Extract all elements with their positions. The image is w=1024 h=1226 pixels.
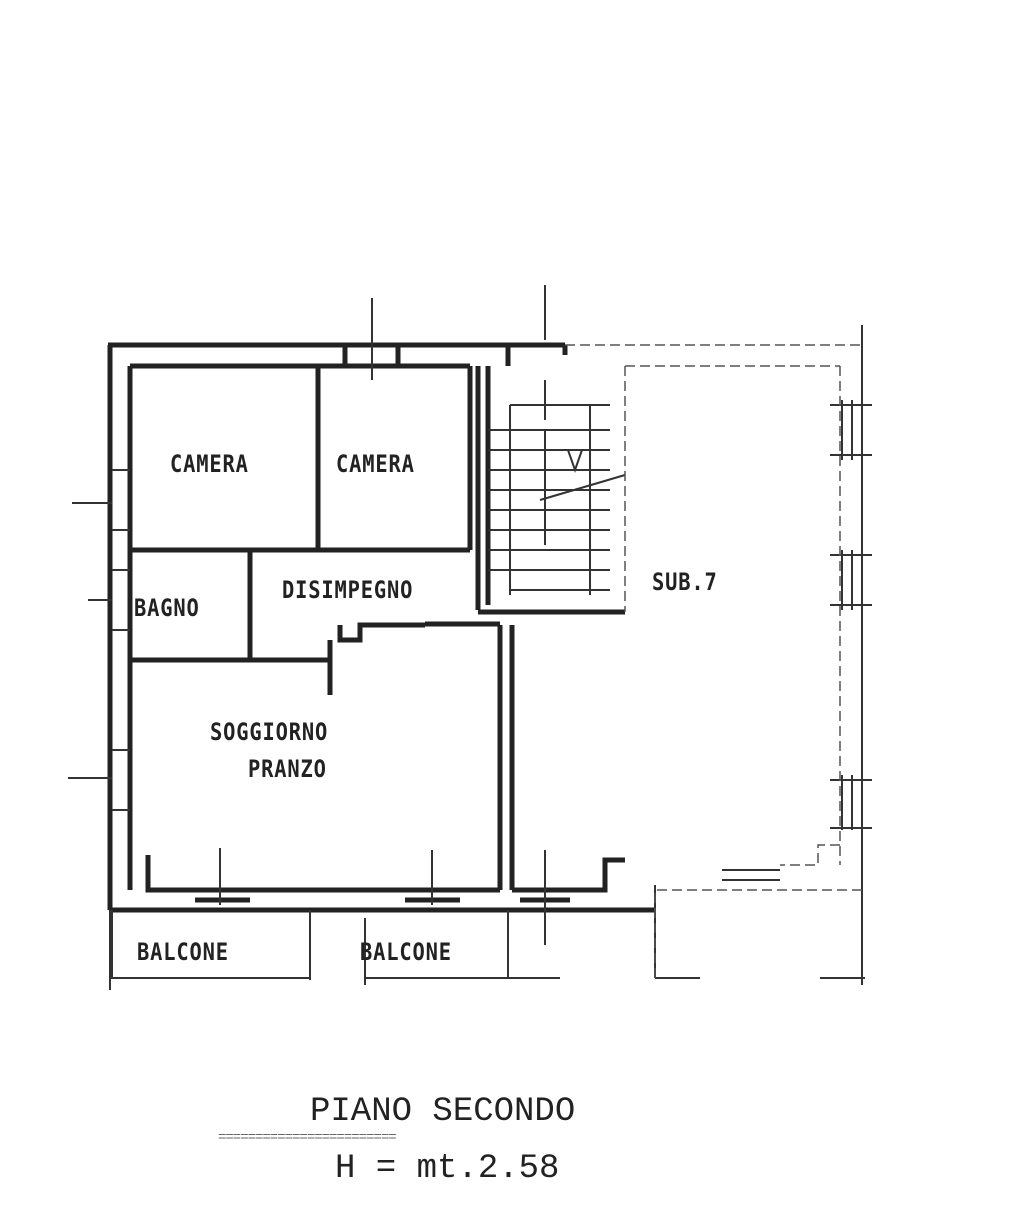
ceiling-height: H = mt.2.58	[335, 1150, 560, 1188]
windows	[68, 400, 872, 881]
room-label-soggiorno: SOGGIORNO	[210, 718, 329, 746]
room-label-pranzo: PRANZO	[248, 755, 327, 783]
sub7-outline	[565, 344, 862, 978]
room-label-balcone-1: BALCONE	[137, 938, 229, 966]
room-label-camera-1: CAMERA	[170, 450, 249, 478]
room-label-balcone-2: BALCONE	[360, 938, 452, 966]
staircase	[488, 404, 626, 595]
room-label-camera-2: CAMERA	[336, 450, 415, 478]
room-label-bagno: BAGNO	[134, 594, 200, 622]
room-label-sub7: SUB.7	[652, 568, 718, 596]
title-underline: ========================	[218, 1130, 397, 1146]
balconies	[111, 910, 865, 979]
floor-title: PIANO SECONDO	[310, 1093, 576, 1131]
room-label-disimpegno: DISIMPEGNO	[282, 576, 414, 604]
